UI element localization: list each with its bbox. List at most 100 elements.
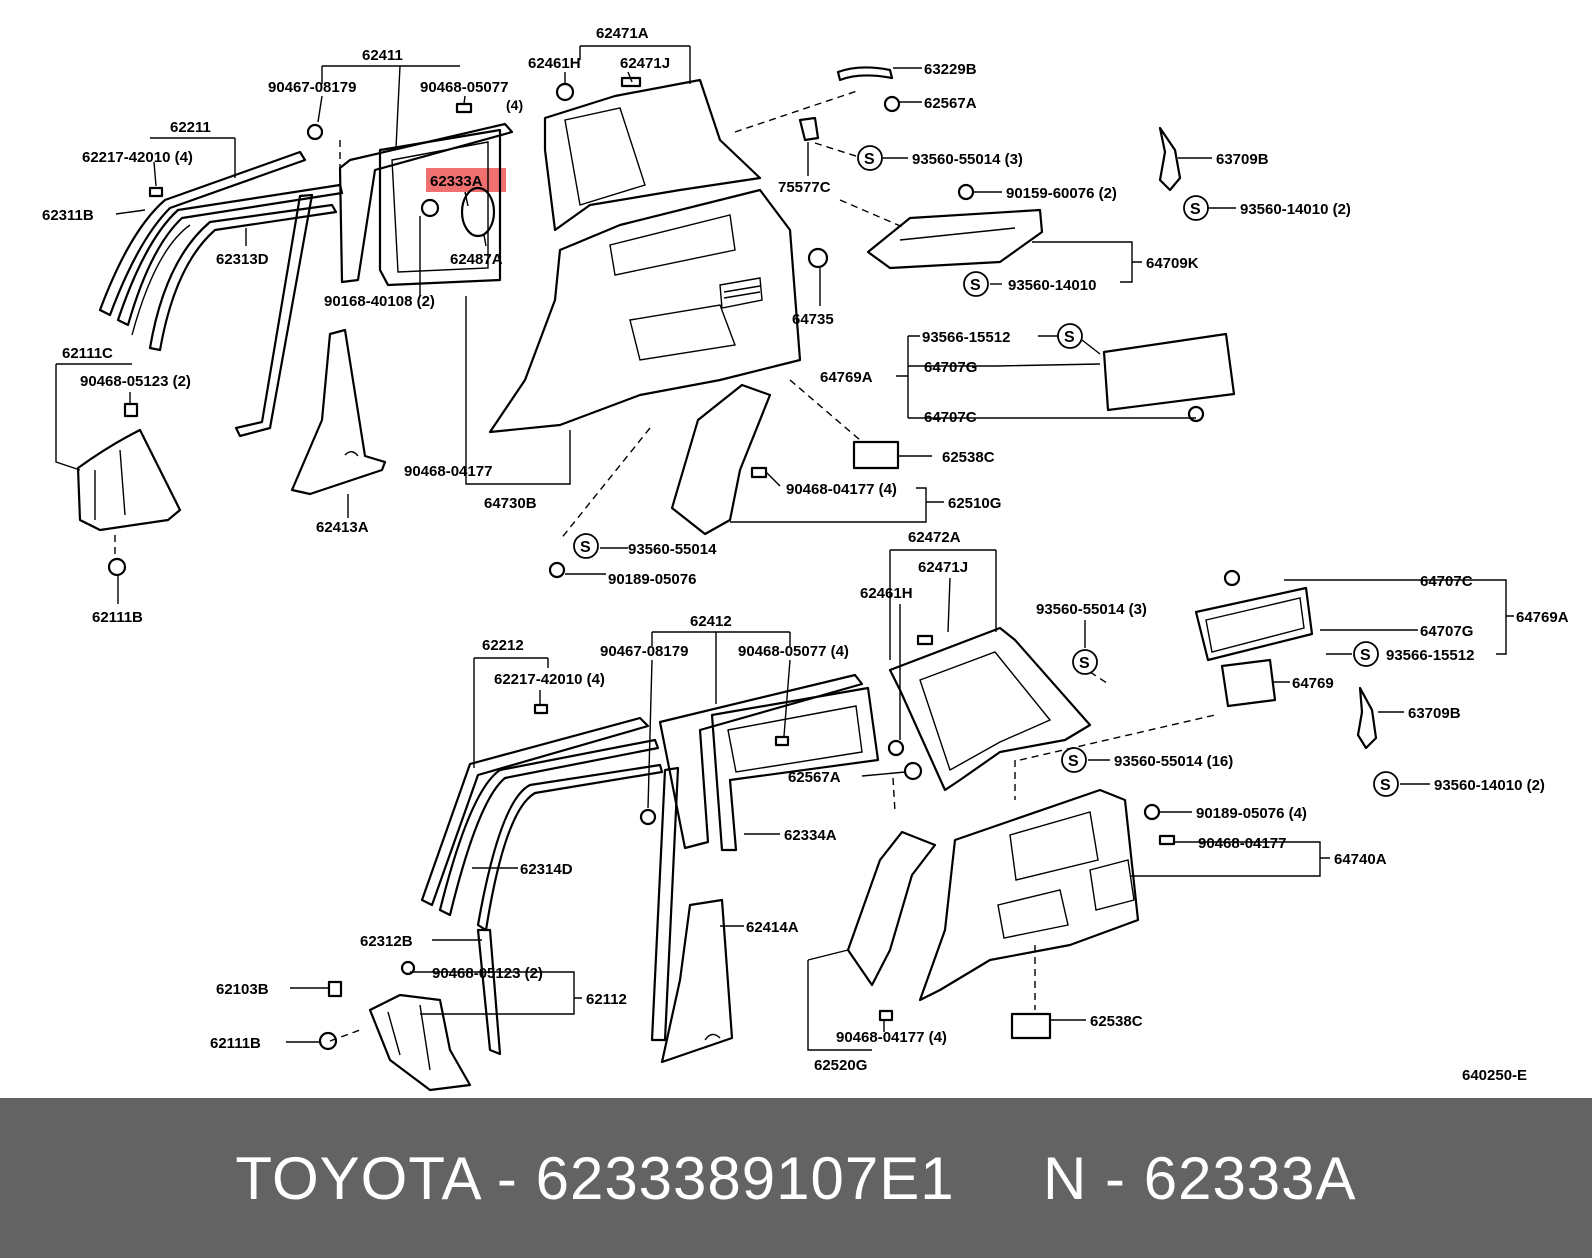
clip-90468-04177-low: [878, 1009, 894, 1022]
s-marker-4: S: [1057, 323, 1083, 349]
lead-64769a-lower: [1284, 579, 1514, 655]
part-62411-inner: [378, 128, 502, 287]
clip-90468-04177-lower: [1158, 834, 1176, 846]
part-64769a-upper-panel: [1102, 332, 1236, 412]
s-marker-2: S: [1183, 195, 1209, 221]
clip-62111b-upper: [107, 557, 127, 577]
dash-lower-1: [1019, 714, 1216, 761]
part-label: 90168-40108 (2): [324, 293, 435, 310]
dash-upper-4: [559, 427, 651, 541]
part-label: 63229B: [924, 61, 977, 78]
clip-62538c-upper: [852, 440, 900, 470]
part-64740a-panel: [918, 788, 1140, 1002]
lead-62471j: [627, 71, 633, 83]
part-62472a-trim: [888, 626, 1092, 792]
part-62112-detail: [387, 1004, 431, 1071]
part-label: 93560-55014 (3): [912, 151, 1023, 168]
lead-90468-05077-upper: [463, 95, 466, 105]
part-62311b-weatherstrip: [116, 183, 344, 327]
part-label: 64740A: [1334, 851, 1387, 868]
ref-code-label: 640250-E: [1462, 1067, 1527, 1084]
svg-text:S: S: [1190, 201, 1201, 218]
part-62411-trim: [338, 122, 514, 284]
part-label: 90468-05077 (4): [738, 643, 849, 660]
part-62334a-inner: [727, 705, 863, 773]
part-label: 62217-42010 (4): [82, 149, 193, 166]
part-label: 62520G: [814, 1057, 867, 1074]
part-label: 93566-15512: [922, 329, 1010, 346]
banner-part-code: 62333A: [1143, 1144, 1357, 1212]
part-label: 93560-55014 (16): [1114, 753, 1233, 770]
banner-text: TOYOTA - 6233389107E1 N - 62333A: [235, 1144, 1356, 1213]
banner-separator: -: [1087, 1144, 1144, 1212]
part-62413a-pillar: [290, 328, 387, 496]
part-label: 93560-14010 (2): [1240, 201, 1351, 218]
lead-62411: [321, 65, 460, 149]
part-label: 62487A: [450, 251, 503, 268]
dash-upper-2: [839, 199, 906, 229]
part-62111c-detail: [94, 449, 126, 520]
part-62112-panel: [368, 993, 472, 1092]
clip-90189-mid: [548, 561, 566, 579]
clip-90468-upper: [455, 102, 473, 114]
part-label: 62413A: [316, 519, 369, 536]
svg-text:S: S: [1079, 655, 1090, 672]
lead-90467-lower: [647, 659, 653, 809]
clip-90468-05123-lower: [400, 960, 416, 976]
clip-62111b-lower: [318, 1031, 338, 1051]
part-64730b-vent: [629, 304, 736, 361]
part-64730b-grille: [719, 277, 763, 309]
part-64709k-inner: [899, 227, 1016, 241]
banner-gap: [955, 1145, 1043, 1212]
part-63709b-upper: [1158, 126, 1182, 192]
part-62212-rail: [420, 716, 650, 907]
dash-lower-5: [329, 1029, 361, 1042]
exploded-parts-diagram: S S S S S S S S S S 62471A 62461H 62471J…: [42, 25, 1569, 1092]
s-marker-9: S: [1373, 771, 1399, 797]
part-75577c-bracket: [798, 116, 820, 142]
part-lower-strip: [650, 766, 680, 1042]
part-62414a-pillar: [660, 898, 734, 1064]
part-62472a-inner: [919, 651, 1052, 772]
banner-separator: -: [479, 1144, 536, 1212]
part-62411-window: [391, 141, 489, 273]
lead-62520g: [807, 949, 872, 1051]
part-label: 90467-08179: [268, 79, 356, 96]
part-label: 62471J: [918, 559, 968, 576]
part-label: 62461H: [860, 585, 913, 602]
part-label: 62212: [482, 637, 524, 654]
lead-62333a: [464, 191, 469, 207]
part-label: 62314D: [520, 861, 573, 878]
part-label: 90159-60076 (2): [1006, 185, 1117, 202]
part-label: 93560-55014: [628, 541, 717, 558]
part-label: 62567A: [788, 769, 841, 786]
part-62313d-trim: [148, 203, 338, 352]
part-label: 75577C: [778, 179, 831, 196]
part-label: 62411: [362, 47, 403, 64]
part-label: 62461H: [528, 55, 581, 72]
part-label: 64707G: [1420, 623, 1473, 640]
clip-90467-upper: [306, 123, 324, 141]
clip-62217-upper: [148, 186, 164, 198]
lead-93566-upper: [1038, 335, 1101, 355]
part-64769-box: [1220, 658, 1277, 708]
part-label: 62211: [170, 119, 211, 136]
part-label: 62217-42010 (4): [494, 671, 605, 688]
part-62111c-panel: [76, 428, 182, 532]
s-marker-1: S: [857, 145, 883, 171]
lead-62112: [410, 971, 582, 1015]
s-marker-5: S: [573, 533, 599, 559]
part-label: 90468-04177 (4): [786, 481, 897, 498]
clip-64735: [807, 247, 829, 269]
lead-62311b: [115, 209, 146, 215]
part-label: 90468-04177: [1198, 835, 1286, 852]
part-label: 62311B: [42, 207, 94, 224]
part-label: 62538C: [1090, 1013, 1143, 1030]
part-label: 90468-05123 (2): [80, 373, 191, 390]
part-64709k-tray: [866, 208, 1044, 270]
part-label: 62103B: [216, 981, 269, 998]
part-label: 90189-05076 (4): [1196, 805, 1307, 822]
clip-62538c-lower: [1010, 1012, 1052, 1040]
part-label: 62312B: [360, 933, 413, 950]
